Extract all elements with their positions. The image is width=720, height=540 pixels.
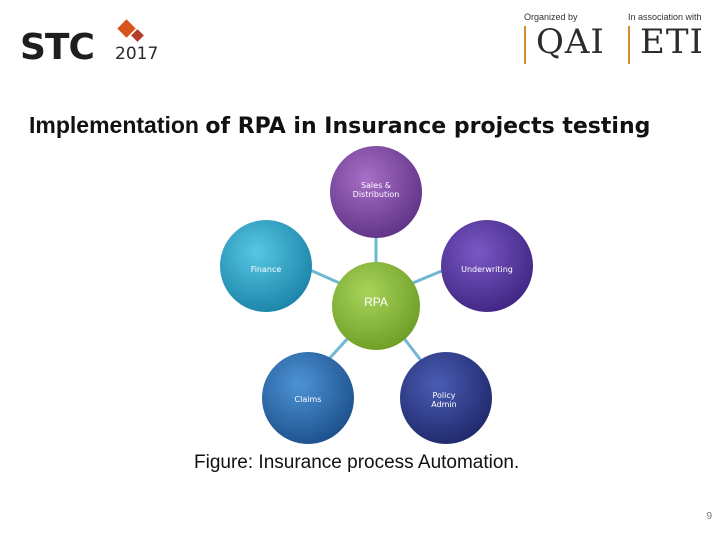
logo-main-text: STC — [20, 27, 95, 68]
node-sales-line2: Distribution — [353, 190, 400, 199]
associate-logo: ETI — [640, 22, 704, 62]
organizer-logo: QAI — [536, 22, 605, 62]
title-rest: of RPA in Insurance projects testing — [205, 114, 651, 139]
node-sales-distribution: Sales & Distribution — [330, 146, 422, 238]
node-claims-label: Claims — [295, 395, 322, 404]
page-number: 9 — [706, 511, 712, 522]
connector-finance — [309, 268, 345, 287]
association-label: In association with — [628, 12, 702, 22]
organized-by-label: Organized by — [524, 12, 578, 22]
node-policy-line1: Policy — [432, 391, 455, 400]
node-policy-admin: Policy Admin — [400, 352, 492, 444]
node-policy-line2: Admin — [431, 400, 457, 409]
title-emphasis: Implementation — [29, 112, 199, 138]
connectors — [309, 236, 445, 368]
connector-claims — [326, 335, 351, 362]
logo-year-text: 2017 — [115, 44, 159, 64]
figure-caption: Figure: Insurance process Automation. — [194, 452, 520, 473]
slide-title: Implementation of RPA in Insurance proje… — [29, 112, 650, 139]
associate-divider — [628, 26, 630, 64]
stc-logo: STC 2017 — [20, 19, 180, 72]
hub-rpa: RPA — [332, 262, 420, 350]
node-underwriting-label: Underwriting — [461, 265, 513, 274]
organizer-divider — [524, 26, 526, 64]
node-sales-line1: Sales & — [361, 181, 391, 190]
connector-underwriting — [407, 268, 445, 287]
node-finance: Finance — [220, 220, 312, 312]
node-claims: Claims — [262, 352, 354, 444]
hub-rpa-label: RPA — [364, 295, 388, 309]
node-underwriting: Underwriting — [441, 220, 533, 312]
node-finance-label: Finance — [251, 265, 282, 274]
